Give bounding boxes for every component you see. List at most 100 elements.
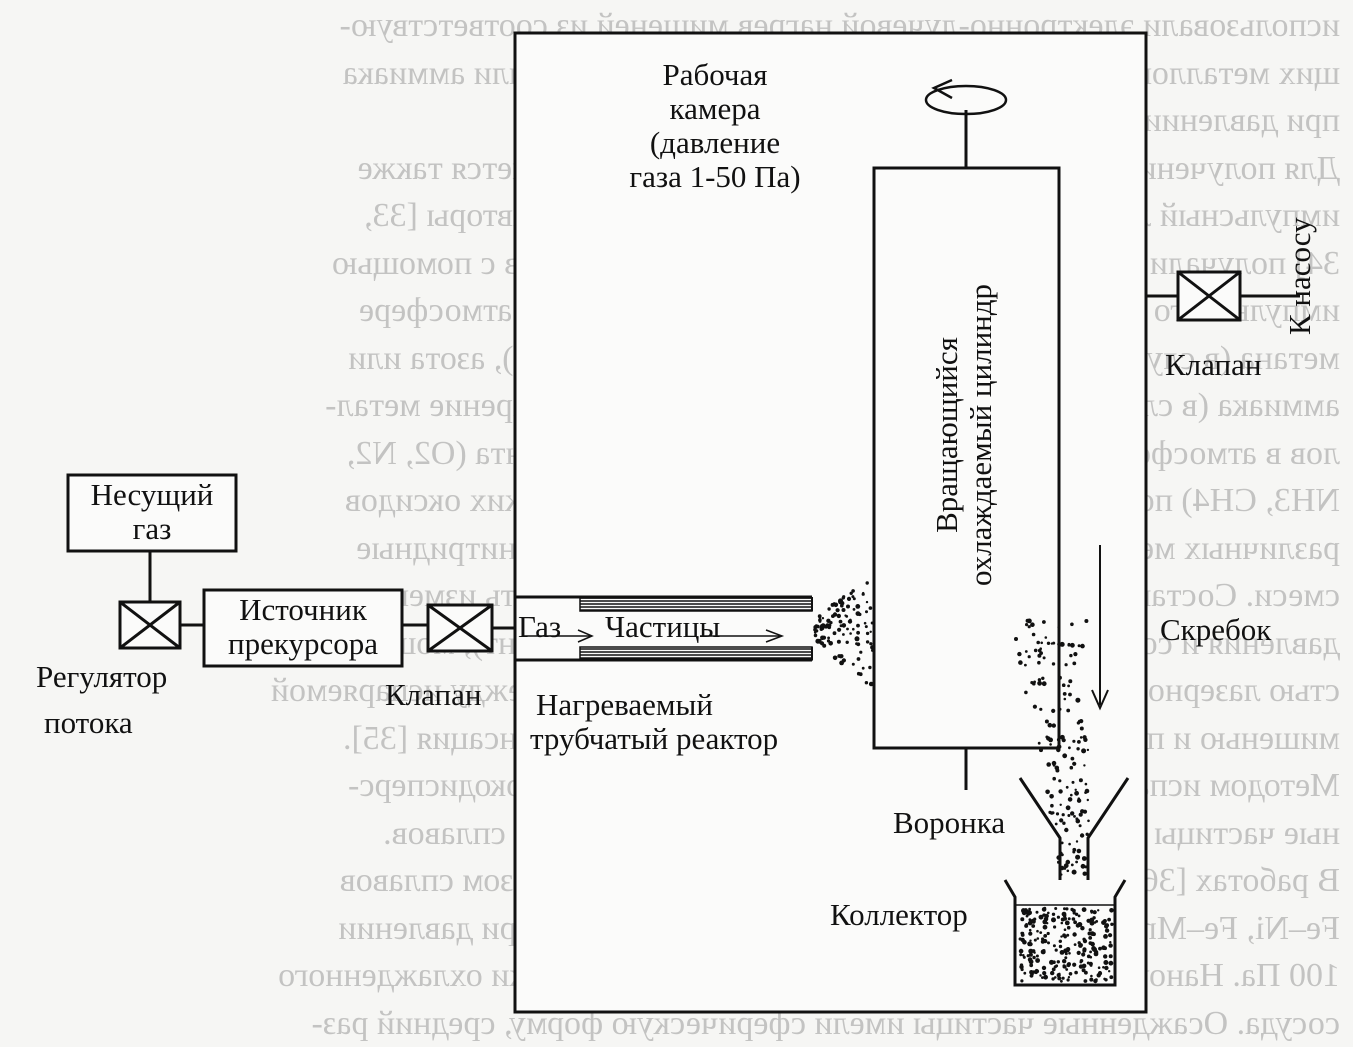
particle-dot: [831, 614, 835, 618]
particle-dot: [1079, 813, 1083, 817]
particle-dot: [1066, 709, 1070, 713]
particle-dot: [1108, 943, 1112, 947]
particle-dot: [833, 631, 837, 635]
particle-dot: [1029, 940, 1031, 942]
particle-dot: [1061, 922, 1064, 925]
particle-dot: [1049, 794, 1054, 799]
particle-dot: [1060, 950, 1065, 955]
particle-dot: [1093, 979, 1097, 983]
particle-dot: [844, 614, 846, 616]
particle-dot: [856, 611, 861, 616]
particle-dot: [869, 642, 872, 645]
particle-dot: [1053, 944, 1056, 947]
chamber-label-line4: газа 1-50 Па): [600, 160, 830, 194]
particle-dot: [868, 666, 871, 669]
chamber-label-line3: (давление: [600, 126, 830, 160]
particle-dot: [862, 667, 865, 670]
particle-dot: [1109, 975, 1113, 979]
particle-dot: [1090, 956, 1093, 959]
particle-dot: [1104, 978, 1107, 981]
particle-dot: [1072, 932, 1076, 936]
cylinder-label-line2: охлаждаемый цилиндр: [964, 265, 998, 605]
particle-dot: [1040, 642, 1043, 645]
particle-dot: [1087, 820, 1090, 823]
particle-dot: [1038, 649, 1042, 653]
chamber-label-line2: камера: [600, 92, 830, 126]
particle-dot: [1074, 971, 1078, 975]
particle-dot: [1087, 749, 1089, 751]
particle-dot: [1076, 840, 1078, 842]
particle-dot: [846, 641, 849, 644]
particle-dot: [1014, 637, 1018, 641]
particles-label: Частицы: [605, 610, 720, 644]
particle-dot: [1037, 937, 1040, 940]
particle-dot: [1064, 928, 1067, 931]
particle-dot: [1083, 764, 1085, 766]
particle-dot: [1059, 940, 1062, 943]
particle-dot: [1049, 743, 1052, 746]
flow-regulator-line1: Регулятор: [36, 660, 167, 694]
particle-dot: [819, 620, 822, 623]
particle-dot: [1052, 662, 1055, 665]
particle-dot: [1083, 872, 1087, 876]
particle-dot: [1078, 941, 1081, 944]
particle-dot: [1071, 623, 1073, 625]
particle-dot: [821, 623, 826, 628]
particle-dot: [1059, 708, 1062, 711]
particle-dot: [1043, 939, 1047, 943]
particle-dot: [1071, 757, 1075, 761]
particle-dot: [1043, 907, 1046, 910]
particle-dot: [846, 628, 849, 631]
particle-dot: [1085, 783, 1088, 786]
particle-dot: [1021, 933, 1025, 937]
particle-dot: [1059, 945, 1062, 948]
particle-dot: [1073, 815, 1076, 818]
cylinder-label: Вращающийся охлаждаемый цилиндр: [930, 265, 998, 605]
particle-dot: [1074, 943, 1077, 946]
particle-dot: [1109, 908, 1114, 913]
particle-dot: [1045, 720, 1049, 724]
particle-dot: [1068, 693, 1072, 697]
particle-dot: [1031, 919, 1035, 923]
particle-dot: [1069, 654, 1072, 657]
particle-dot: [1076, 747, 1079, 750]
carrier-gas-line1: Несущий: [68, 478, 236, 512]
particle-dot: [827, 607, 830, 610]
particle-dot: [1048, 811, 1051, 814]
particle-dot: [1021, 968, 1024, 971]
particle-dot: [1084, 971, 1088, 975]
particle-dot: [1064, 863, 1069, 868]
particle-dot: [1108, 933, 1112, 937]
particle-dot: [1109, 961, 1114, 966]
particle-dot: [1076, 819, 1081, 824]
particle-dot: [1042, 971, 1046, 975]
particle-dot: [1063, 907, 1066, 910]
particle-dot: [1045, 736, 1048, 739]
particle-dot: [1066, 805, 1071, 810]
particle-dot: [1058, 973, 1060, 975]
particle-dot: [1081, 748, 1086, 753]
particle-dot: [822, 644, 826, 648]
particle-dot: [1087, 799, 1089, 801]
particle-dot: [1075, 789, 1077, 791]
particle-dot: [1091, 946, 1096, 951]
particle-dot: [1057, 738, 1060, 741]
particle-dot: [814, 634, 818, 638]
particle-dot: [1034, 971, 1037, 974]
particle-dot: [1047, 932, 1050, 935]
precursor-source-line2: прекурсора: [204, 627, 402, 661]
particle-dot: [1020, 979, 1023, 982]
particle-dot: [1029, 963, 1033, 967]
particle-dot: [827, 639, 830, 642]
particle-dot: [1103, 960, 1108, 965]
particle-dot: [1098, 971, 1102, 975]
particle-dot: [1019, 949, 1024, 954]
particle-dot: [1037, 681, 1042, 686]
particle-dot: [1103, 919, 1107, 923]
particle-dot: [1067, 814, 1070, 817]
particle-dot: [1090, 975, 1093, 978]
particle-dot: [1029, 953, 1033, 957]
particle-dot: [1068, 746, 1071, 749]
particle-dot: [1070, 811, 1074, 815]
scraper-label: Скребок: [1160, 613, 1271, 647]
